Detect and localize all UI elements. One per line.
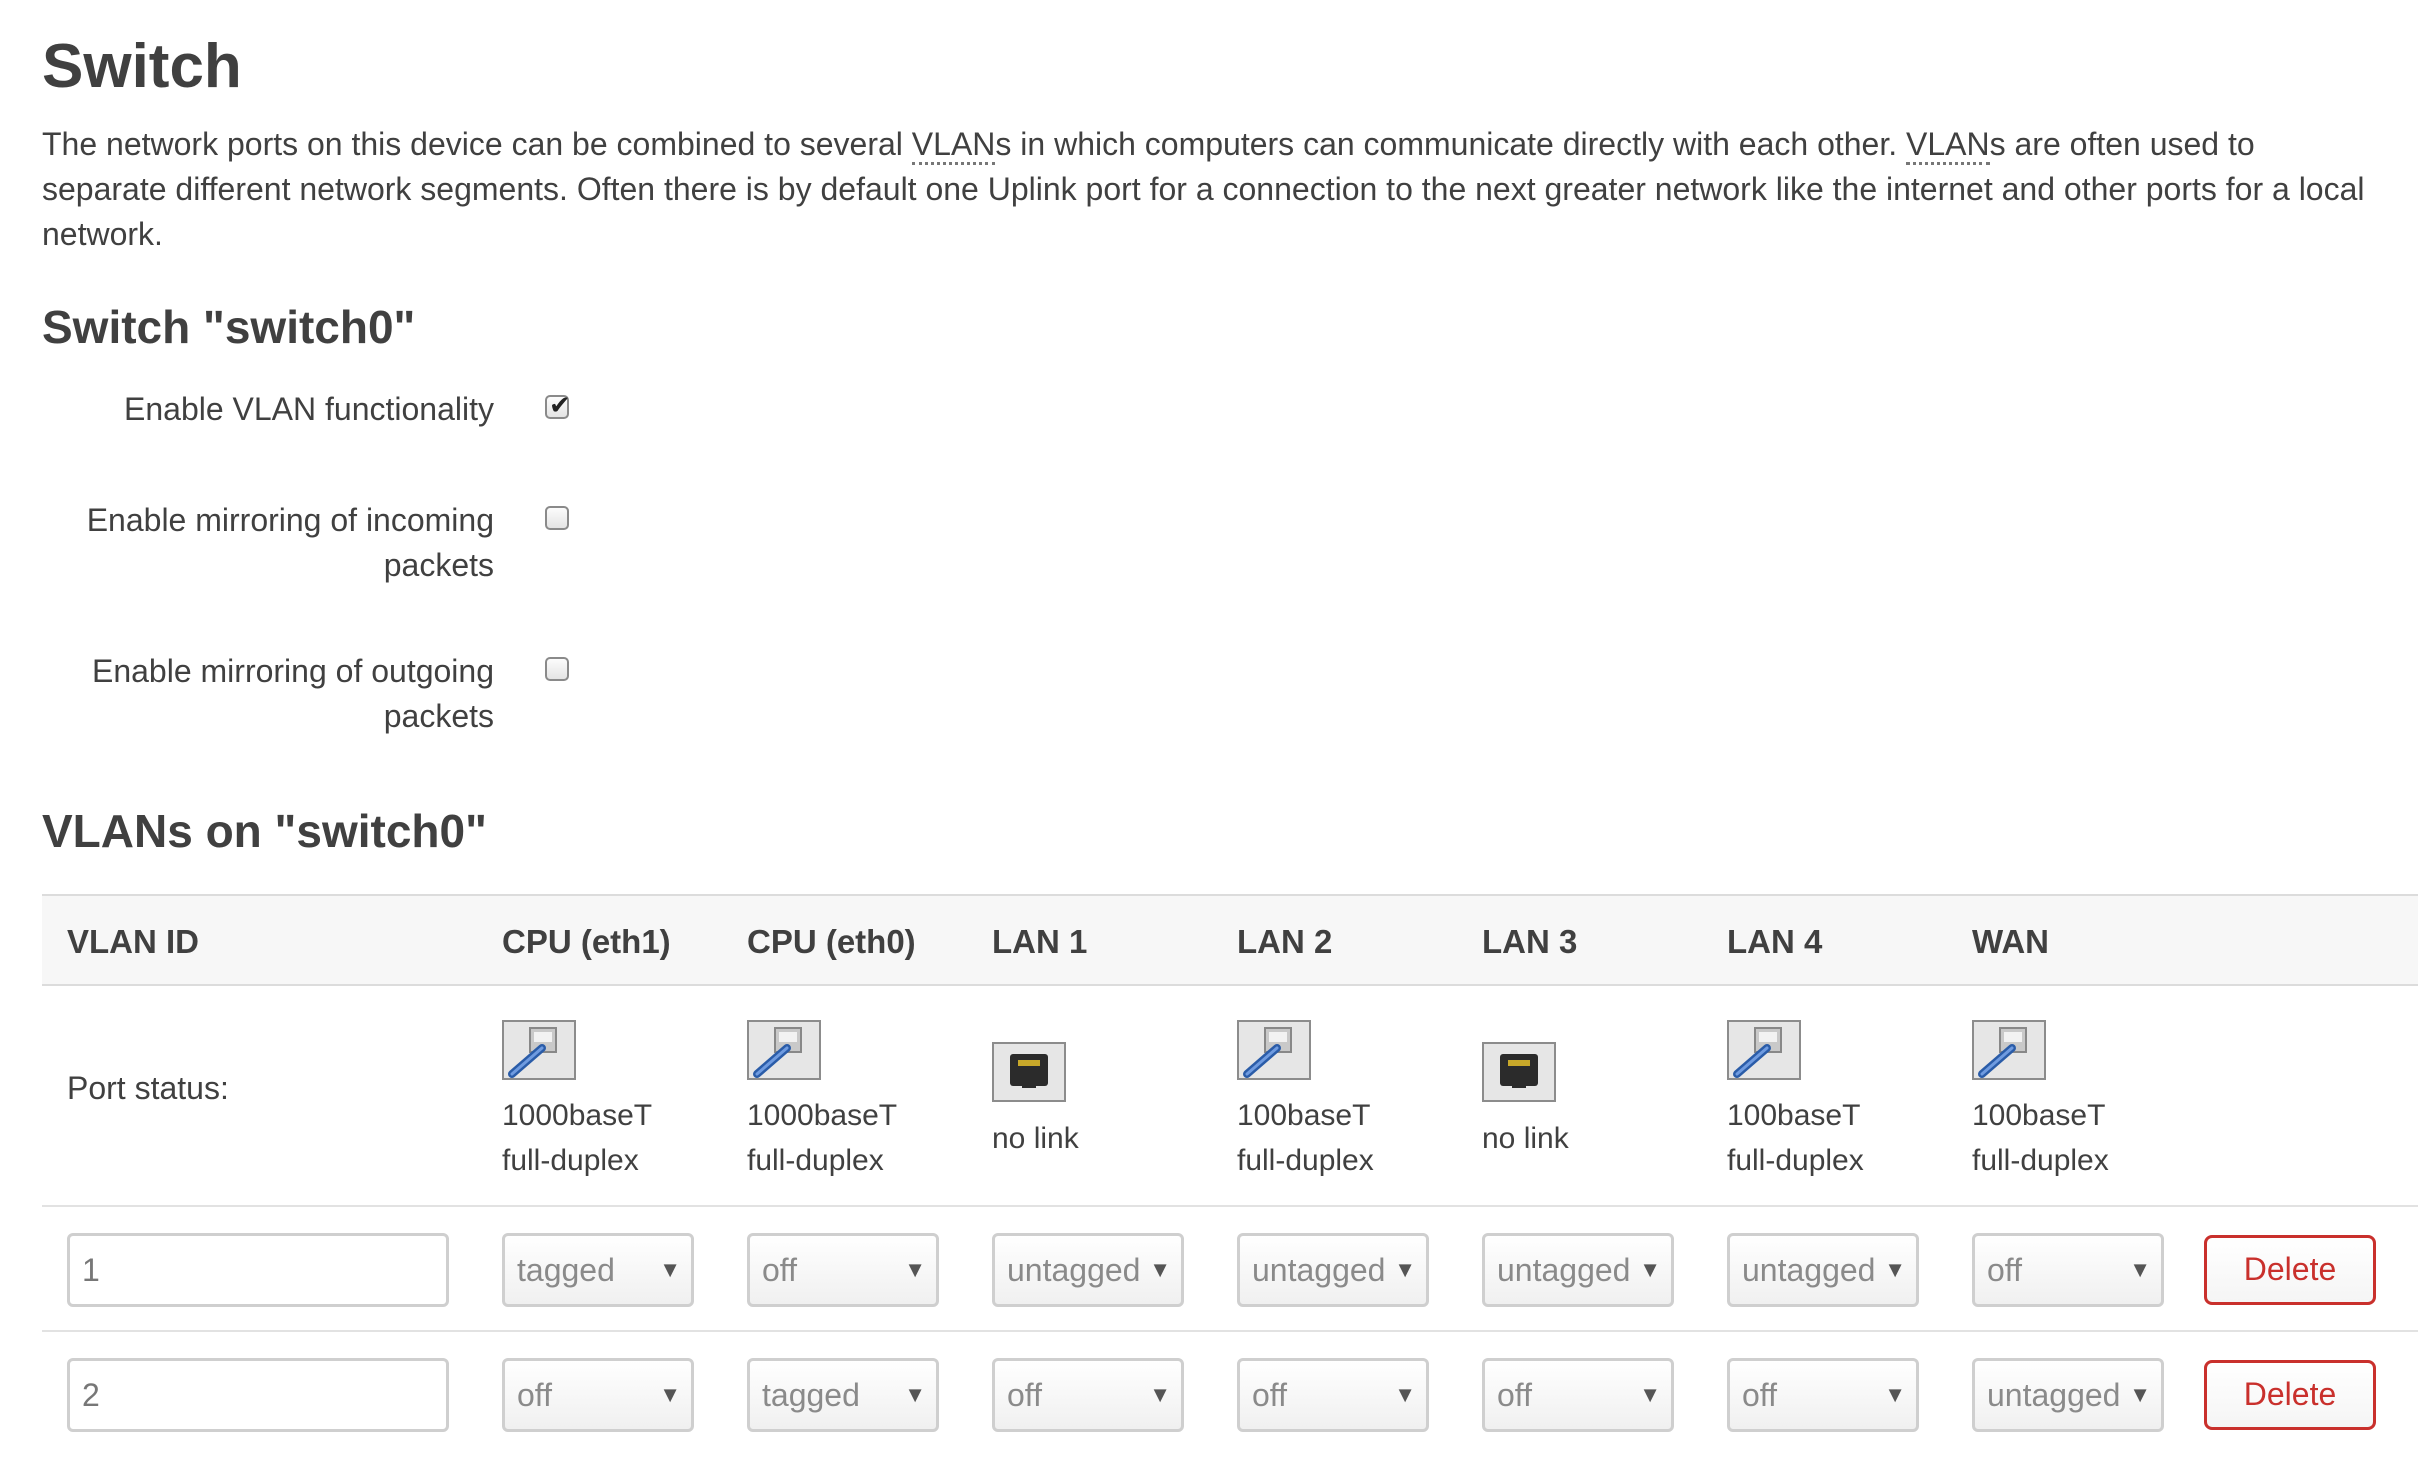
- dropdown-arrow-icon: ▼: [1149, 1382, 1171, 1407]
- dropdown-arrow-icon: ▼: [659, 1382, 681, 1407]
- header-wan: WAN: [1972, 923, 2049, 960]
- dropdown-arrow-icon: ▼: [904, 1257, 926, 1282]
- dropdown-arrow-icon: ▼: [1394, 1382, 1416, 1407]
- port-connected-icon: [1727, 1020, 1801, 1080]
- vlan1-cpu-eth0-select[interactable]: off▼: [747, 1233, 939, 1307]
- dropdown-arrow-icon: ▼: [2129, 1257, 2151, 1282]
- dropdown-arrow-icon: ▼: [659, 1257, 681, 1282]
- description-text: s in which computers can communicate dir…: [995, 126, 1907, 162]
- vlan2-lan1-select[interactable]: off▼: [992, 1358, 1184, 1432]
- vlan2-cpu-eth0-select[interactable]: tagged▼: [747, 1358, 939, 1432]
- port-connected-icon: [502, 1020, 576, 1080]
- mirror-incoming-label: Enable mirroring of incoming packets: [86, 502, 494, 583]
- header-lan1: LAN 1: [992, 923, 1088, 960]
- dropdown-arrow-icon: ▼: [2129, 1382, 2151, 1407]
- dropdown-arrow-icon: ▼: [1639, 1382, 1661, 1407]
- vlan1-lan3-select[interactable]: untagged▼: [1482, 1233, 1674, 1307]
- vlan1-lan1-select[interactable]: untagged▼: [992, 1233, 1184, 1307]
- vlan-abbr: VLAN: [1906, 126, 1990, 165]
- port-disconnected-icon: [992, 1042, 1066, 1102]
- header-lan3: LAN 3: [1482, 923, 1578, 960]
- header-vlan-id: VLAN ID: [67, 923, 199, 960]
- page-title: Switch: [42, 32, 242, 101]
- checkmark-icon: ✔: [549, 390, 571, 420]
- vlan2-cpu-eth1-select[interactable]: off▼: [502, 1358, 694, 1432]
- vlan1-lan4-select[interactable]: untagged▼: [1727, 1233, 1919, 1307]
- row-divider: [42, 1330, 2418, 1332]
- vlan2-lan3-select[interactable]: off▼: [1482, 1358, 1674, 1432]
- vlan2-wan-select[interactable]: untagged▼: [1972, 1358, 2164, 1432]
- vlans-section-title: VLANs on "switch0": [42, 805, 487, 857]
- header-cpu-eth1: CPU (eth1): [502, 923, 671, 960]
- header-lan4: LAN 4: [1727, 923, 1823, 960]
- dropdown-arrow-icon: ▼: [1149, 1257, 1171, 1282]
- page-description: The network ports on this device can be …: [42, 122, 2382, 257]
- port-connected-icon: [1237, 1020, 1311, 1080]
- port-connected-icon: [1972, 1020, 2046, 1080]
- vlan1-cpu-eth1-select[interactable]: tagged▼: [502, 1233, 694, 1307]
- port-status-label: Port status:: [67, 1070, 229, 1106]
- header-lan2: LAN 2: [1237, 923, 1333, 960]
- port-status-lan1: no link: [992, 1122, 1079, 1155]
- dropdown-arrow-icon: ▼: [1884, 1382, 1906, 1407]
- mirror-outgoing-checkbox[interactable]: [545, 657, 569, 681]
- row-divider: [42, 1205, 2418, 1207]
- mirror-incoming-checkbox[interactable]: [545, 506, 569, 530]
- header-cpu-eth0: CPU (eth0): [747, 923, 916, 960]
- port-connected-icon: [747, 1020, 821, 1080]
- description-text: The network ports on this device can be …: [42, 126, 912, 162]
- enable-vlan-checkbox[interactable]: ✔: [545, 390, 571, 420]
- vlan-abbr: VLAN: [911, 126, 996, 165]
- dropdown-arrow-icon: ▼: [1884, 1257, 1906, 1282]
- vlan1-lan2-select[interactable]: untagged▼: [1237, 1233, 1429, 1307]
- delete-vlan1-button[interactable]: Delete: [2204, 1235, 2376, 1305]
- mirror-outgoing-label: Enable mirroring of outgoing packets: [91, 653, 494, 734]
- vlan-id-input[interactable]: 1: [67, 1233, 449, 1307]
- delete-vlan2-button[interactable]: Delete: [2204, 1360, 2376, 1430]
- vlan-id-input[interactable]: 2: [67, 1358, 449, 1432]
- enable-vlan-label: Enable VLAN functionality: [124, 391, 494, 427]
- dropdown-arrow-icon: ▼: [904, 1382, 926, 1407]
- vlan1-wan-select[interactable]: off▼: [1972, 1233, 2164, 1307]
- description-text: s are often used to separate different n…: [42, 126, 2365, 252]
- dropdown-arrow-icon: ▼: [1394, 1257, 1416, 1282]
- port-disconnected-icon: [1482, 1042, 1556, 1102]
- dropdown-arrow-icon: ▼: [1639, 1257, 1661, 1282]
- vlan-table-header: [42, 894, 2418, 986]
- switch-section-title: Switch "switch0": [42, 301, 416, 353]
- port-status-lan3: no link: [1482, 1122, 1569, 1155]
- vlan2-lan4-select[interactable]: off▼: [1727, 1358, 1919, 1432]
- vlan2-lan2-select[interactable]: off▼: [1237, 1358, 1429, 1432]
